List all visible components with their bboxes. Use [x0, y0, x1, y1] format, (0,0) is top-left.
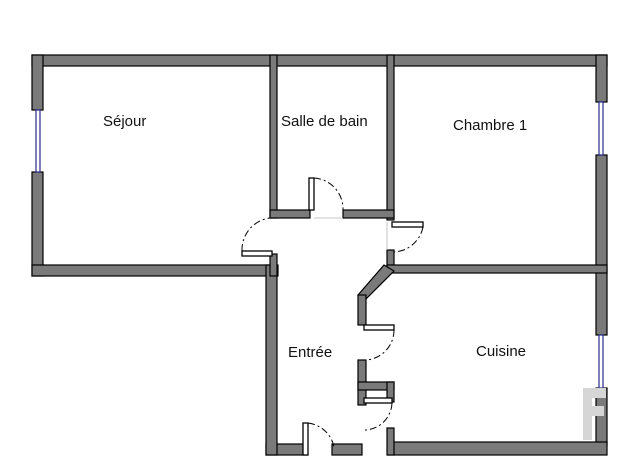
door-swing-sdb	[313, 177, 344, 211]
room-label-chambre: Chambre 1	[453, 117, 527, 134]
wall-entree-cuisine-upper	[357, 294, 367, 326]
room-label-salle-de-bain: Salle de bain	[281, 113, 368, 130]
doors	[241, 177, 424, 456]
wall-entree-left	[265, 264, 278, 456]
window-sejour	[35, 109, 41, 173]
wall-sdb-bottom-right	[342, 209, 395, 219]
walls	[31, 54, 608, 456]
room-label-cuisine: Cuisine	[476, 343, 526, 360]
wall-bottom-cuisine	[387, 441, 608, 456]
wall-chambre-bottom	[386, 264, 608, 274]
wall-sdb-bottom-left	[269, 209, 311, 219]
door-leaf-closet	[363, 397, 393, 404]
wall-outer-right-mid	[595, 154, 608, 336]
wall-bottom-entree-right	[331, 443, 363, 456]
door-swing-sejour	[241, 217, 271, 252]
door-leaf-cuisine	[363, 324, 395, 331]
wall-sejour-sdb	[269, 54, 278, 219]
wall-sdb-chambre	[386, 54, 395, 221]
door-leaf-entrance	[302, 422, 309, 456]
wall-outer-top	[31, 54, 608, 67]
room-labels: Séjour Salle de bain Chambre 1 Entrée Cu…	[103, 113, 527, 361]
door-swing-cuisine	[365, 329, 395, 361]
window-chambre	[598, 101, 604, 156]
wall-cuisine-lower-left	[386, 427, 395, 456]
door-swing-entrance	[307, 422, 335, 448]
door-leaf-sdb	[308, 177, 315, 211]
watermark-mark	[583, 388, 606, 440]
door-swing-closet	[363, 402, 393, 431]
wall-sejour-sdb-stub	[269, 253, 278, 277]
door-leaf-chambre	[391, 221, 424, 228]
wall-outer-left-upper	[31, 54, 44, 111]
room-label-entree: Entrée	[288, 344, 332, 361]
door-swing-chambre	[393, 226, 424, 253]
door-leaf-sejour	[241, 250, 273, 257]
wall-outer-right-top	[595, 54, 608, 103]
room-label-sejour: Séjour	[103, 113, 146, 130]
window-cuisine	[598, 334, 604, 389]
wall-outer-left-lower	[31, 171, 44, 277]
wall-sejour-bottom	[31, 264, 279, 277]
